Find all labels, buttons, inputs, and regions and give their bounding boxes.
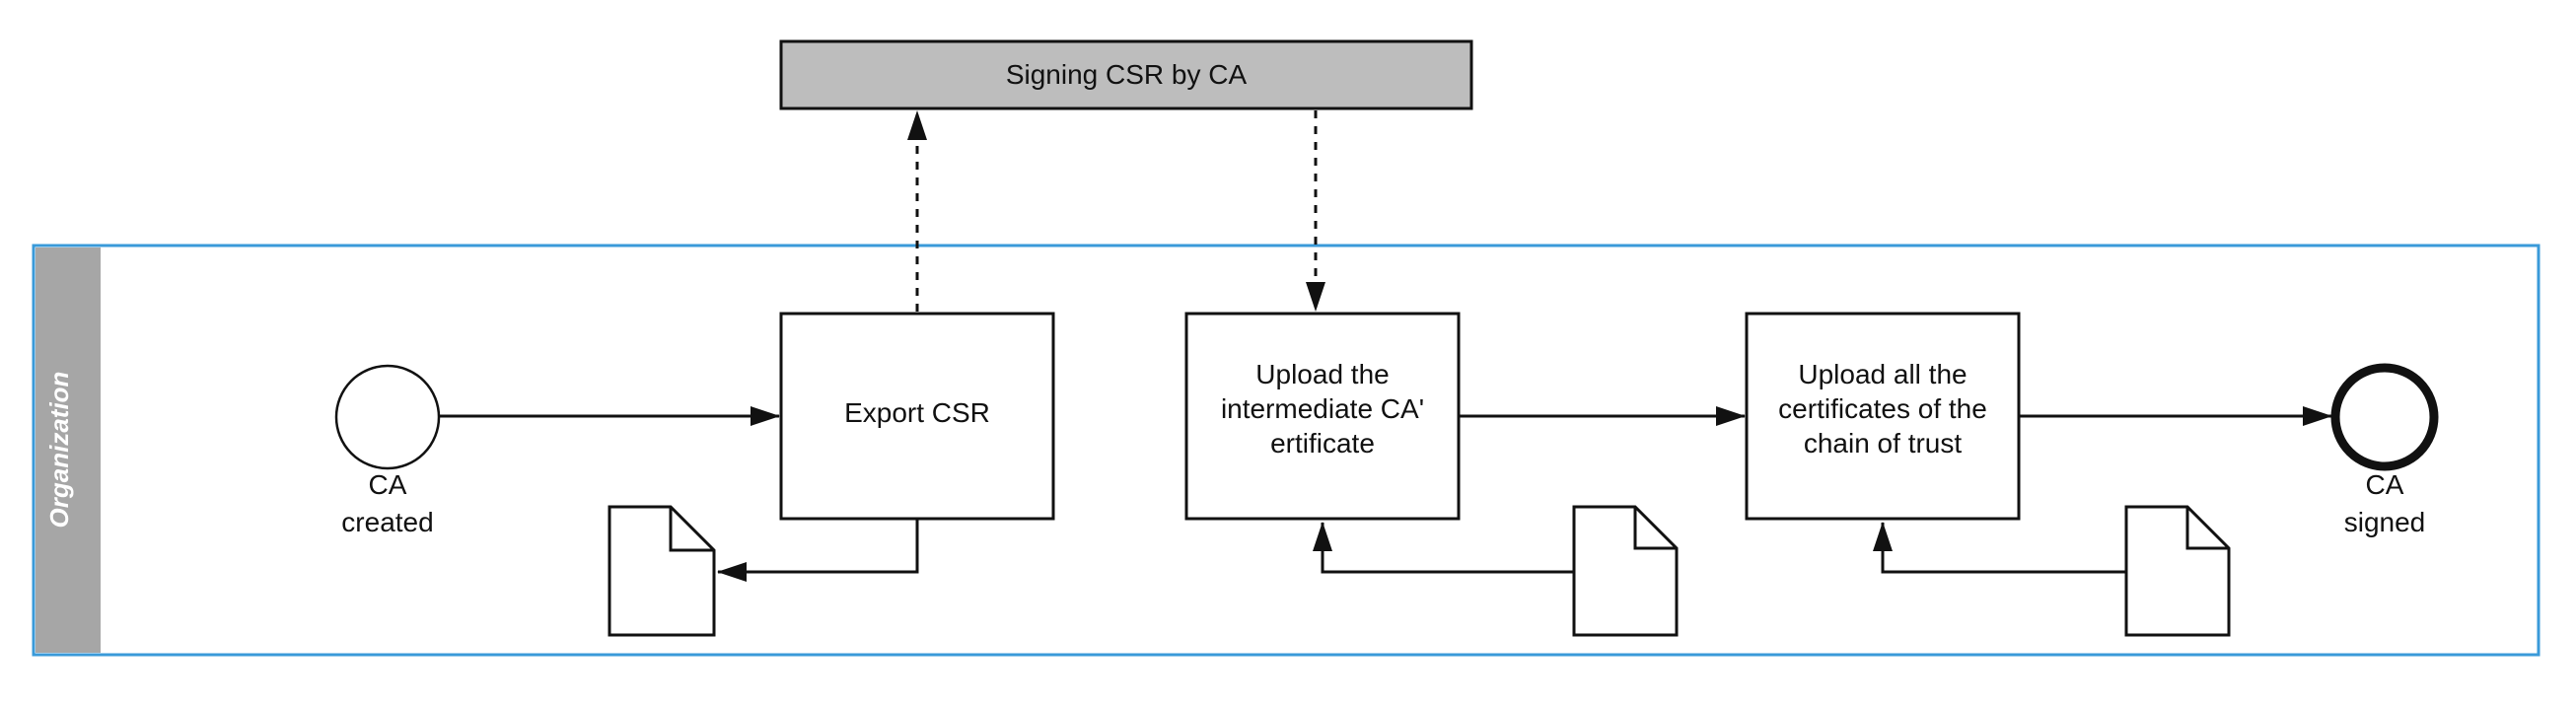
task-upload-chain: Upload all the certificates of the chain… xyxy=(1745,312,2021,521)
document-icon xyxy=(608,505,716,637)
task-upload-intermediate-label-line-3: ertificate xyxy=(1270,428,1375,459)
data-objects xyxy=(608,505,2231,637)
task-export-csr-label: Export CSR xyxy=(844,397,990,428)
start-event: CA created xyxy=(334,364,441,537)
task-upload-chain-label-line-1: Upload all the xyxy=(1798,359,1967,389)
end-event: CA signed xyxy=(2330,363,2439,537)
task-upload-chain-box xyxy=(1745,312,2021,521)
task-upload-intermediate-label-line-1: Upload the xyxy=(1255,359,1389,389)
document-icon xyxy=(2124,505,2231,637)
document-icon xyxy=(1572,505,1679,637)
task-export-csr: Export CSR xyxy=(779,312,1055,521)
end-event-circle xyxy=(2330,363,2439,471)
lane-header xyxy=(36,247,101,653)
flow-document-to-intermediate xyxy=(1313,522,1574,574)
external-process-signing-csr: Signing CSR by CA xyxy=(779,39,1473,110)
task-upload-intermediate-box xyxy=(1184,312,1461,521)
end-event-label-line-1: CA xyxy=(2366,469,2404,500)
start-event-circle xyxy=(334,364,441,470)
start-event-label-line-2: created xyxy=(341,507,433,537)
external-process-box xyxy=(779,39,1473,110)
task-export-csr-box xyxy=(779,312,1055,521)
external-process-label: Signing CSR by CA xyxy=(1006,59,1248,90)
task-upload-chain-label-line-2: certificates of the xyxy=(1778,393,1987,424)
task-upload-intermediate: Upload the intermediate CA' ertificate xyxy=(1184,312,1461,521)
message-flows xyxy=(907,110,1325,312)
flow-export-to-document xyxy=(717,519,919,582)
task-upload-chain-label-line-3: chain of trust xyxy=(1804,428,1963,459)
lane-label: Organization xyxy=(44,372,74,529)
end-event-label-line-2: signed xyxy=(2344,507,2426,537)
flow-document-to-chain xyxy=(1873,522,2126,574)
start-event-label-line-1: CA xyxy=(369,469,407,500)
task-upload-intermediate-label-line-2: intermediate CA' xyxy=(1221,393,1424,424)
